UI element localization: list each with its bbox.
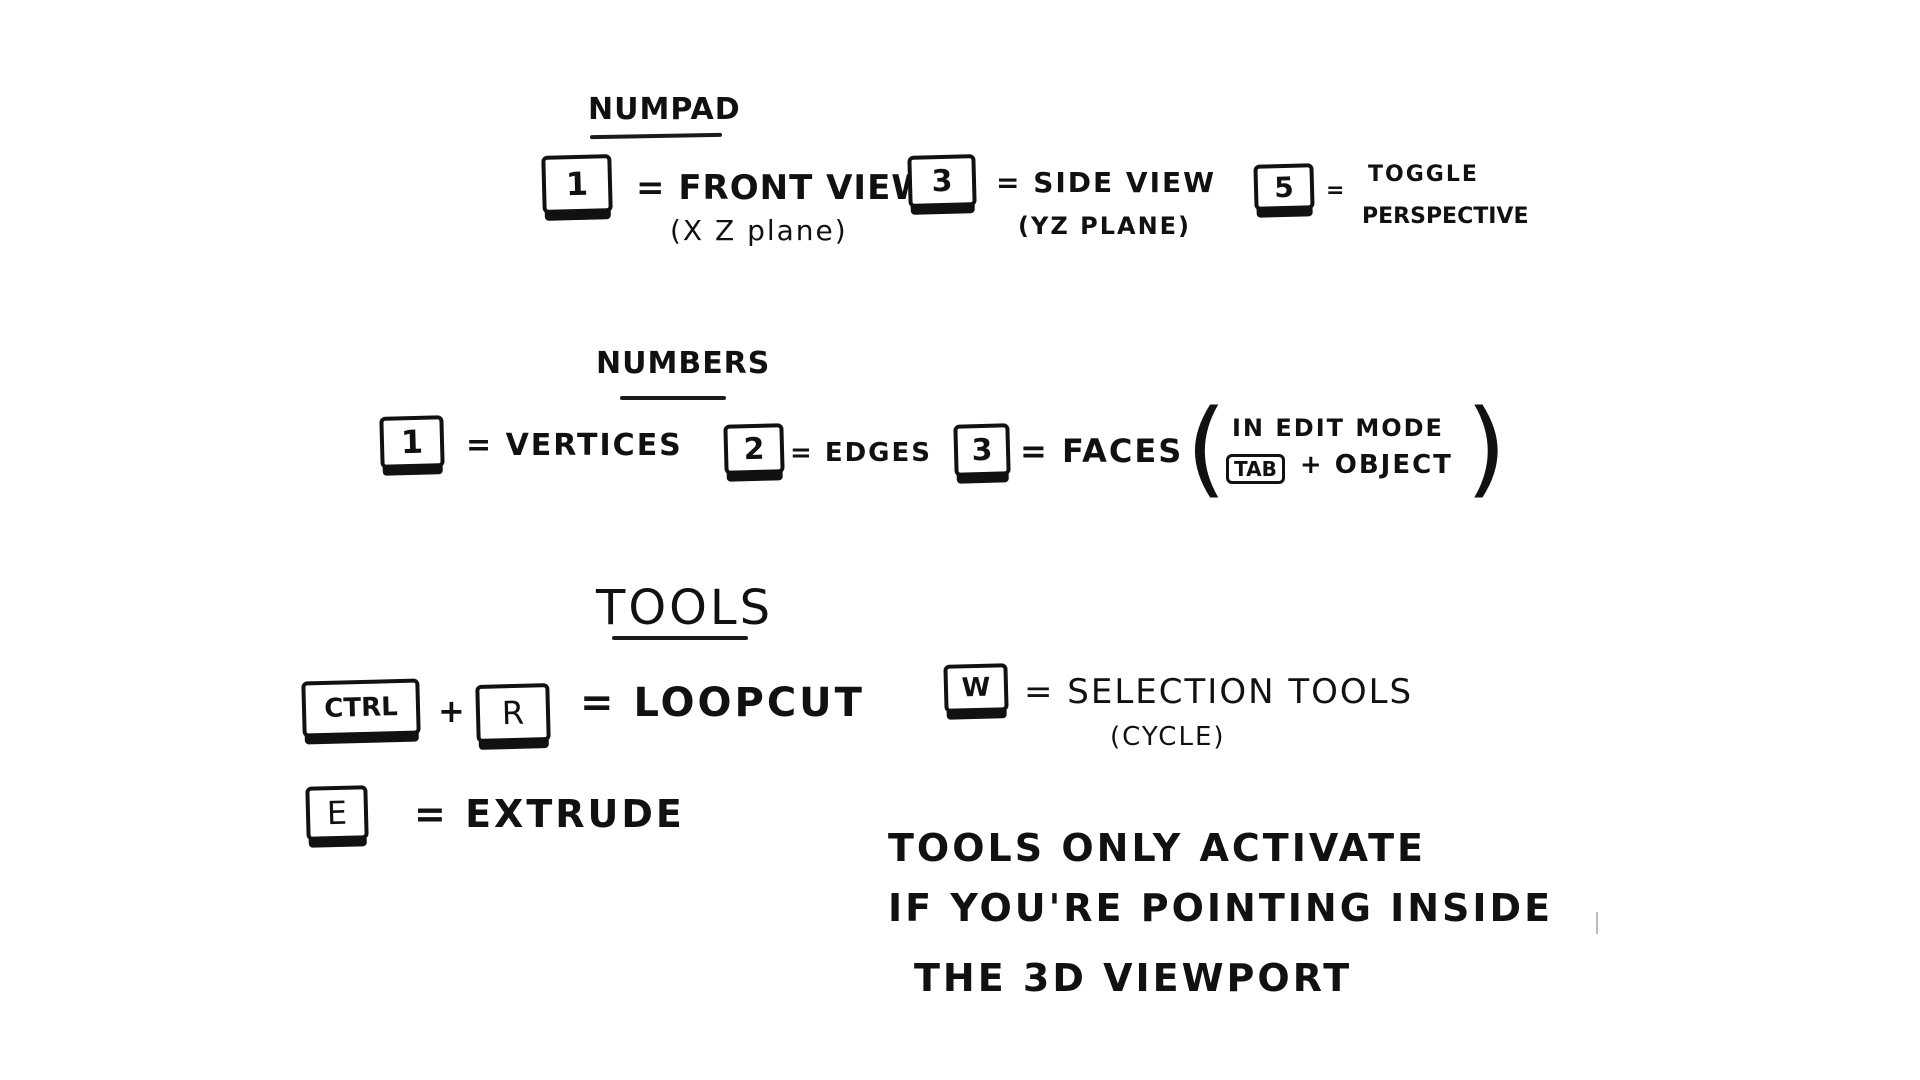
edit-note-line1: IN EDIT MODE xyxy=(1232,414,1444,442)
stray-mark xyxy=(1596,912,1598,934)
edit-note-line2-row: TAB + OBJECT xyxy=(1226,450,1453,484)
tools-selection-label: = SELECTION TOOLS xyxy=(1024,672,1414,712)
numpad-front-view-label: = FRONT VIEW xyxy=(636,168,930,208)
numbers-key-2: 2 xyxy=(723,423,785,475)
edit-note-tab-key: TAB xyxy=(1226,453,1285,484)
numpad-heading: NUMPAD xyxy=(588,92,741,127)
numpad-side-view-label: = SIDE VIEW xyxy=(996,166,1217,199)
numpad-key-1: 1 xyxy=(541,154,613,214)
numbers-heading-underline xyxy=(620,396,726,400)
numpad-toggle-line1: TOGGLE xyxy=(1368,162,1479,187)
numpad-key-3: 3 xyxy=(907,154,977,208)
numbers-heading: NUMBERS xyxy=(596,346,771,381)
numpad-heading-underline xyxy=(589,132,723,140)
numpad-key-5: 5 xyxy=(1253,163,1315,211)
edit-note-line2: + OBJECT xyxy=(1299,450,1453,480)
tools-selection-sub: (CYCLE) xyxy=(1110,722,1226,752)
tools-note-line3: THE 3D VIEWPORT xyxy=(914,956,1353,1000)
numbers-edges-label: = EDGES xyxy=(790,438,933,468)
tools-heading-underline xyxy=(612,636,748,640)
tools-plus: + xyxy=(438,692,467,730)
tools-heading: TOOLS xyxy=(596,580,774,636)
numpad-side-view-sub: (YZ PLANE) xyxy=(1018,212,1192,240)
tools-loopcut-label: = LOOPCUT xyxy=(580,680,865,726)
tools-key-e: E xyxy=(305,785,369,841)
numpad-toggle-equals: = xyxy=(1326,178,1347,203)
numbers-key-3: 3 xyxy=(953,423,1011,477)
numbers-faces-label: = FACES xyxy=(1020,432,1184,470)
tools-key-ctrl: CTRL xyxy=(301,678,421,738)
edit-note-open-paren: ( xyxy=(1186,387,1227,509)
numbers-key-1: 1 xyxy=(379,415,445,469)
tools-key-w: W xyxy=(943,663,1009,713)
numpad-toggle-line2: PERSPECTIVE xyxy=(1362,204,1529,229)
numpad-front-view-sub: (X Z plane) xyxy=(670,214,848,247)
tools-note-line2: IF YOU'RE POINTING INSIDE xyxy=(888,886,1554,930)
edit-note-close-paren: ) xyxy=(1466,387,1507,509)
tools-note-line1: TOOLS ONLY ACTIVATE xyxy=(888,826,1427,870)
tools-key-r: R xyxy=(475,683,551,743)
numbers-vertices-label: = VERTICES xyxy=(466,428,683,463)
tools-extrude-label: = EXTRUDE xyxy=(414,792,685,836)
